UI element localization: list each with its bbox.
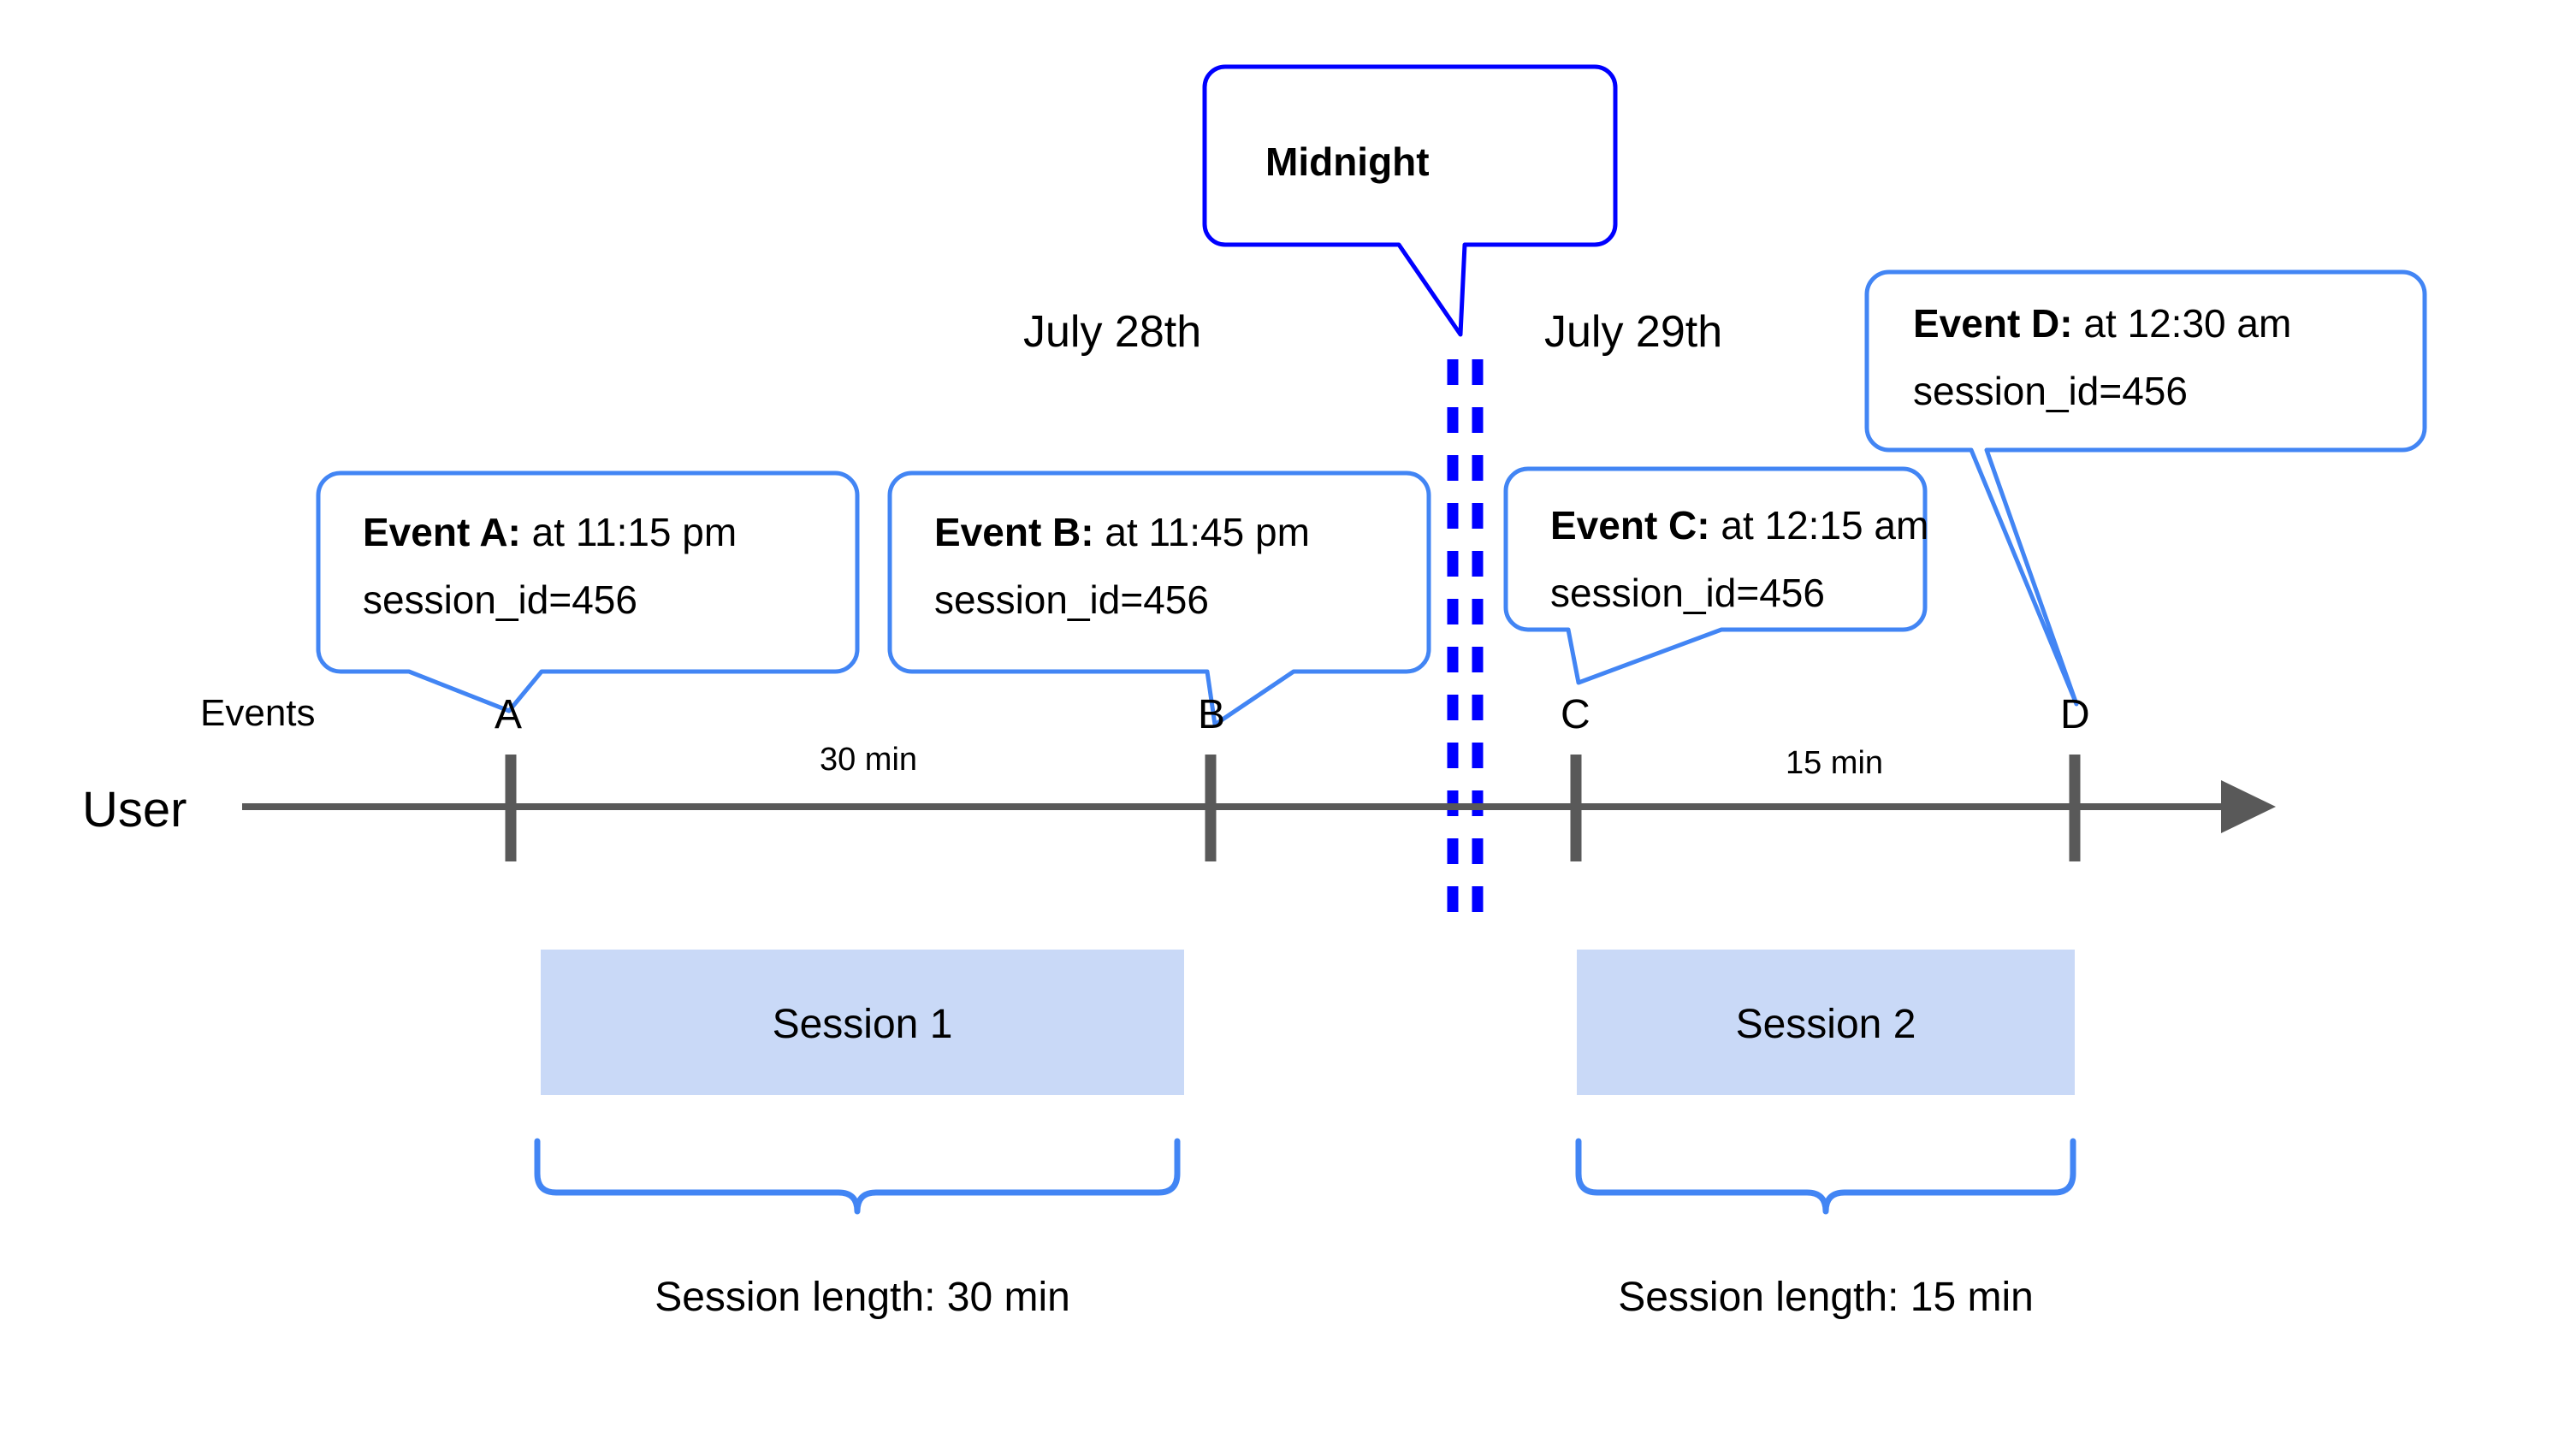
event-callout-b[interactable]: Event B: at 11:45 pm session_id=456 xyxy=(887,471,1431,727)
duration-label-gap-a-b: 30 min xyxy=(820,742,917,778)
event-c-title: Event C: xyxy=(1550,503,1710,547)
duration-label-gap-c-d: 15 min xyxy=(1786,745,1883,781)
event-marker-label-b: B xyxy=(1198,692,1225,737)
lane-label-user: User xyxy=(82,782,187,837)
event-callout-a[interactable]: Event A: at 11:15 pm session_id=456 xyxy=(316,471,860,713)
timeline-axis-arrowhead xyxy=(2221,780,2276,833)
event-a-time: at 11:15 pm xyxy=(521,510,737,554)
event-marker-label-c: C xyxy=(1561,692,1590,737)
event-a-title: Event A: xyxy=(363,510,521,554)
event-marker-label-a: A xyxy=(495,692,522,737)
session-box-2 xyxy=(1577,950,2075,1095)
event-b-title: Event B: xyxy=(934,510,1094,554)
event-marker-label-d: D xyxy=(2060,692,2090,737)
event-b-line1: Event B: at 11:45 pm xyxy=(934,510,1310,554)
event-a-session-id: session_id=456 xyxy=(363,577,637,622)
event-b-bubble xyxy=(887,471,1431,727)
event-c-time: at 12:15 am xyxy=(1710,503,1929,547)
lane-label-events: Events xyxy=(200,692,316,734)
date-label-july-28: July 28th xyxy=(1023,307,1201,357)
midnight-divider xyxy=(1447,359,1484,932)
midnight-label: Midnight xyxy=(1265,139,1430,184)
event-c-bubble xyxy=(1503,466,1928,685)
midnight-callout-bubble xyxy=(1202,64,1618,337)
event-a-bubble xyxy=(316,471,860,713)
event-b-session-id: session_id=456 xyxy=(934,577,1209,622)
event-a-line1: Event A: at 11:15 pm xyxy=(363,510,737,554)
event-b-time: at 11:45 pm xyxy=(1094,510,1310,554)
session-length-label-1: Session length: 30 min xyxy=(655,1275,1070,1320)
event-d-session-id: session_id=456 xyxy=(1913,369,2188,413)
midnight-callout: Midnight xyxy=(1202,64,1618,337)
event-c-line1: Event C: at 12:15 am xyxy=(1550,503,1928,547)
event-d-time: at 12:30 am xyxy=(2073,301,2292,346)
event-d-line1: Event D: at 12:30 am xyxy=(1913,301,2291,346)
session-brace-2 xyxy=(1575,1138,2076,1215)
session-box-1 xyxy=(541,950,1184,1095)
date-label-july-29: July 29th xyxy=(1544,307,1722,357)
event-d-bubble xyxy=(1864,269,2427,707)
event-callout-c[interactable]: Event C: at 12:15 am session_id=456 xyxy=(1503,466,1928,685)
event-callout-d[interactable]: Event D: at 12:30 am session_id=456 xyxy=(1864,269,2427,707)
session-length-label-2: Session length: 15 min xyxy=(1618,1275,2034,1320)
timeline-axis xyxy=(242,780,2276,833)
session-brace-1 xyxy=(534,1138,1181,1215)
session-label-2: Session 2 xyxy=(1736,1002,1916,1047)
event-d-title: Event D: xyxy=(1913,301,2073,346)
session-label-1: Session 1 xyxy=(773,1002,953,1047)
event-c-session-id: session_id=456 xyxy=(1550,571,1825,615)
